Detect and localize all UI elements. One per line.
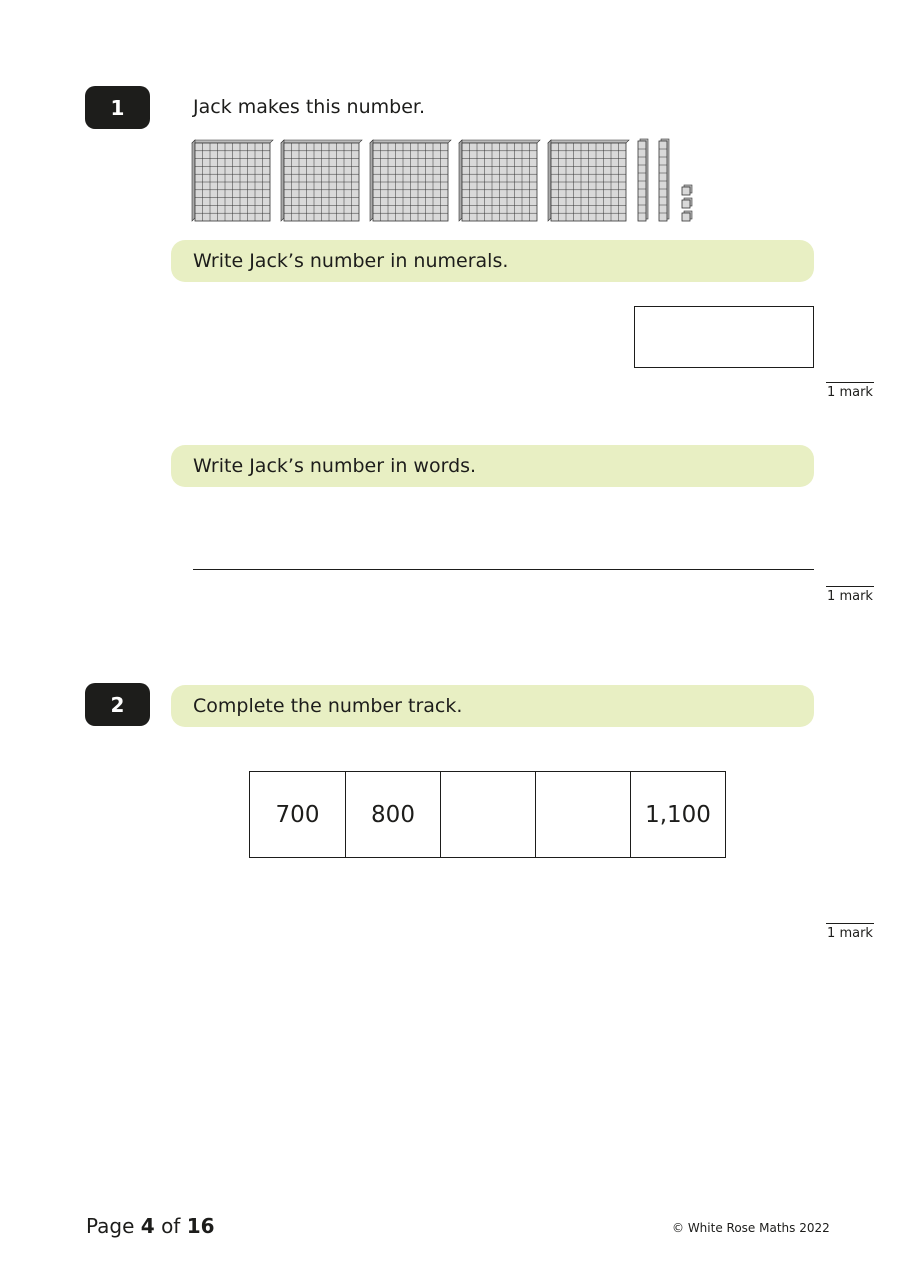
hundred-flat-block bbox=[191, 139, 274, 222]
hundred-flat-block bbox=[458, 139, 541, 222]
page-current: 4 bbox=[140, 1214, 155, 1238]
words-answer-line[interactable] bbox=[193, 569, 814, 570]
ten-rod-block bbox=[658, 138, 670, 222]
hundred-flat-block bbox=[280, 139, 363, 222]
track-cell: 700 bbox=[275, 801, 320, 828]
prompt-words: Write Jack’s number in words. bbox=[171, 445, 814, 487]
track-cell: 1,100 bbox=[630, 772, 725, 857]
base-ten-blocks-illustration bbox=[191, 138, 693, 222]
prompt-numerals: Write Jack’s number in numerals. bbox=[171, 240, 814, 282]
prompt-number-track-text: Complete the number track. bbox=[193, 695, 463, 717]
number-track: 700 800 1,100 bbox=[249, 771, 726, 858]
track-cell-blank[interactable] bbox=[440, 772, 535, 857]
hundred-flat-block bbox=[547, 139, 630, 222]
question-number-badge: 1 bbox=[85, 86, 150, 129]
ten-rod-block bbox=[637, 138, 649, 222]
mark-label: 1 mark bbox=[826, 923, 874, 941]
page-total: 16 bbox=[186, 1214, 215, 1238]
prompt-numerals-text: Write Jack’s number in numerals. bbox=[193, 250, 509, 272]
page-prefix: Page bbox=[86, 1214, 135, 1238]
one-cube-block bbox=[681, 184, 693, 196]
one-cube-block bbox=[681, 210, 693, 222]
page-of: of bbox=[161, 1214, 181, 1238]
mark-label: 1 mark bbox=[826, 382, 874, 400]
one-cube-block bbox=[681, 197, 693, 209]
question-number: 1 bbox=[110, 95, 125, 120]
prompt-number-track: Complete the number track. bbox=[171, 685, 814, 727]
question-number: 2 bbox=[110, 692, 125, 717]
question-intro-text: Jack makes this number. bbox=[193, 96, 425, 118]
page-number: Page 4 of 16 bbox=[86, 1214, 215, 1238]
numerals-answer-box[interactable] bbox=[634, 306, 814, 368]
prompt-words-text: Write Jack’s number in words. bbox=[193, 455, 477, 477]
question-number-badge: 2 bbox=[85, 683, 150, 726]
mark-label: 1 mark bbox=[826, 586, 874, 604]
hundred-flat-block bbox=[369, 139, 452, 222]
track-cell-blank[interactable] bbox=[535, 772, 630, 857]
track-cell: 800 bbox=[345, 772, 440, 857]
copyright: © White Rose Maths 2022 bbox=[672, 1221, 830, 1235]
